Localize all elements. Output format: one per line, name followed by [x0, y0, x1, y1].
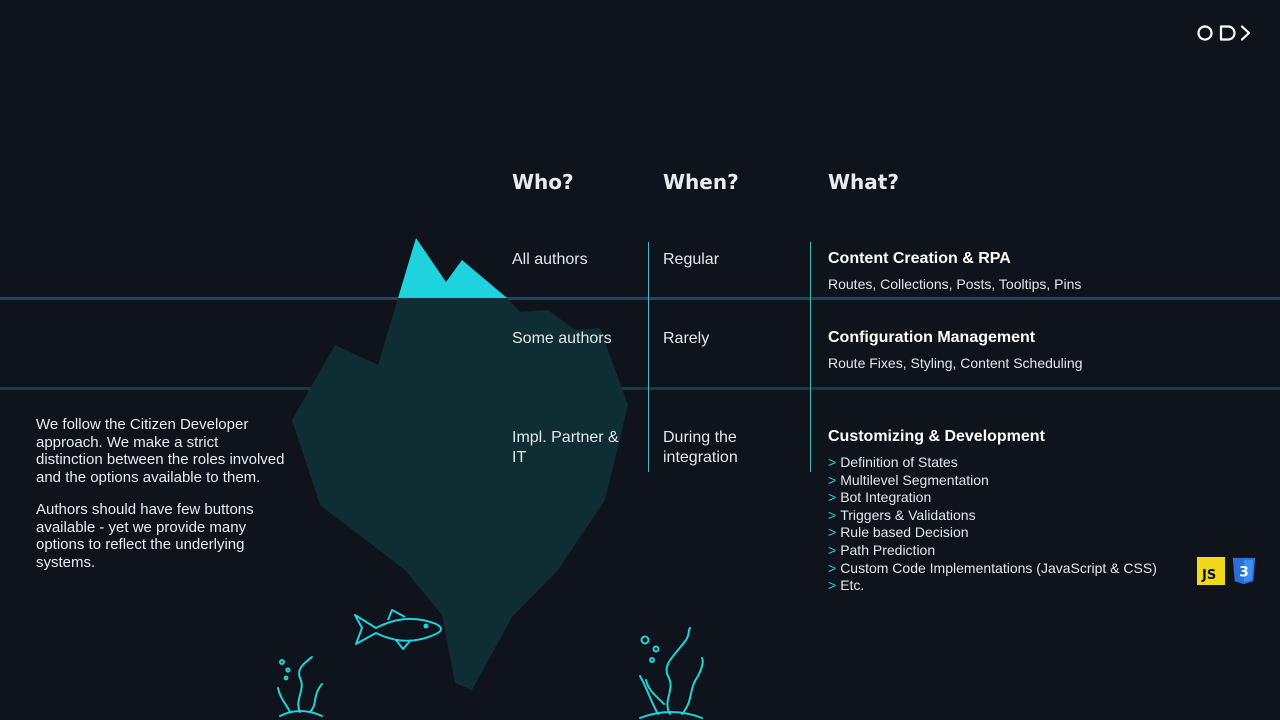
chevron-right-icon: >: [828, 471, 837, 488]
header-when: When?: [663, 170, 739, 194]
row-3-who: Impl. Partner & IT: [512, 429, 619, 466]
list-item: >Multilevel Segmentation: [828, 471, 989, 488]
iceberg-tip-icon: [398, 238, 507, 298]
header-who: Who?: [512, 170, 574, 194]
row-2-description: Route Fixes, Styling, Content Scheduling: [828, 355, 1083, 371]
waterline-top: [0, 297, 1280, 300]
seaweed-icon: [277, 656, 323, 717]
chevron-right-icon: >: [828, 454, 837, 470]
chevron-right-icon: >: [828, 559, 837, 576]
intro-paragraph-1: We follow the Citizen Developer approach…: [36, 416, 285, 486]
list-item: >Path Prediction: [828, 541, 936, 558]
row-1-who: All authors: [512, 251, 588, 268]
list-item: >Rule based Decision: [828, 524, 969, 541]
list-item: >Custom Code Implementations (JavaScript…: [828, 559, 1157, 576]
row-1-title: Content Creation & RPA: [828, 250, 1011, 267]
brand-logo-icon: [1197, 25, 1251, 41]
css3-icon: 3: [1232, 557, 1256, 585]
seaweed-large-icon: [639, 627, 704, 719]
waterline-mid: [0, 387, 1280, 390]
list-item: >Etc.: [828, 577, 865, 594]
row-1-description: Routes, Collections, Posts, Tooltips, Pi…: [828, 276, 1082, 292]
column-divider-2: [810, 242, 811, 472]
row-2-who: Some authors: [512, 330, 612, 347]
chevron-right-icon: >: [828, 489, 837, 506]
chevron-right-icon: >: [828, 541, 837, 558]
iceberg-icon: [292, 298, 628, 690]
chevron-right-icon: >: [828, 524, 837, 541]
row-2-when: Rarely: [663, 330, 710, 347]
row-3-title: Customizing & Development: [828, 428, 1045, 445]
list-item: >Triggers & Validations: [828, 506, 976, 523]
javascript-icon: JS: [1197, 557, 1225, 585]
list-item: >Definition of States: [828, 454, 958, 470]
intro-paragraph-2: Authors should have few buttons availabl…: [36, 501, 254, 571]
header-what: What?: [828, 170, 899, 194]
row-3-bullet-list: >Definition of States >Multilevel Segmen…: [828, 454, 1157, 595]
row-3-when: During the integration: [663, 429, 738, 466]
list-item: >Bot Integration: [828, 489, 932, 506]
column-divider-1: [648, 242, 649, 472]
chevron-right-icon: >: [828, 577, 837, 594]
row-2-title: Configuration Management: [828, 329, 1036, 346]
chevron-right-icon: >: [828, 506, 837, 523]
fish-icon: [354, 609, 442, 650]
svg-text:3: 3: [1239, 565, 1249, 581]
intro-text: We follow the Citizen Developer approach…: [36, 416, 286, 586]
row-1-when: Regular: [663, 251, 720, 268]
